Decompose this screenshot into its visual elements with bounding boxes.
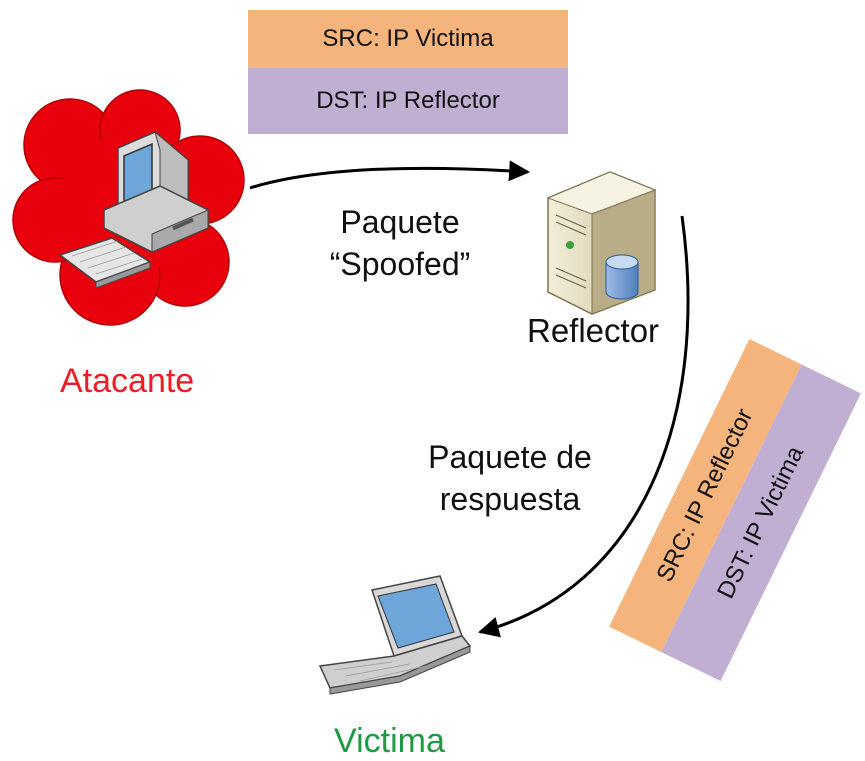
victim-laptop-icon xyxy=(318,575,472,695)
reflector-label: Reflector xyxy=(527,312,660,349)
response-arrow-label: Paquete de respuesta xyxy=(400,436,620,520)
response-label-line2: respuesta xyxy=(439,481,581,517)
attacker-label: Atacante xyxy=(60,362,195,400)
server-icon xyxy=(546,171,657,315)
response-label-line1: Paquete de xyxy=(428,439,592,475)
response-packet-arrow xyxy=(477,215,690,638)
attacker-computer-icon xyxy=(58,130,209,289)
spoofed-packet-dst-field: DST: IP Reflector xyxy=(248,68,568,134)
spoofed-label-line2: “Spoofed” xyxy=(329,246,471,282)
spoofed-label-line1: Paquete xyxy=(340,204,460,240)
spoofed-arrow-label: Paquete “Spoofed” xyxy=(300,201,500,285)
victim-label: Victima xyxy=(334,722,445,760)
spoofed-packet-arrow xyxy=(249,160,531,190)
spoofed-packet-src-field: SRC: IP Victima xyxy=(248,10,568,68)
